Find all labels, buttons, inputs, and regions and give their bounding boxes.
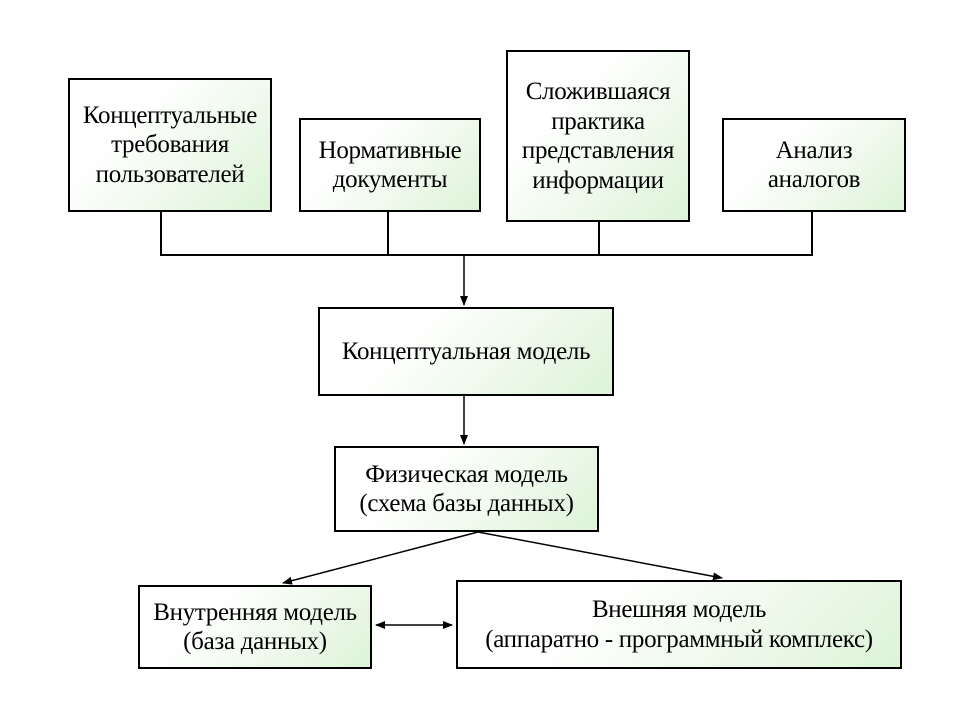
box-line: Внешняя модель [591, 596, 767, 623]
arrow-to-external-model [477, 531, 723, 581]
box-line: аналогов [767, 166, 861, 193]
box-line: практика [551, 107, 645, 135]
box-internal-model: Внутренняя модель (база данных) [138, 585, 372, 669]
box-line: Анализ [775, 136, 853, 164]
box-normative-docs: Нормативные документы [299, 118, 481, 212]
box-line: Сложившаяся [525, 78, 671, 105]
box-conceptual-model: Концептуальная модель [318, 307, 614, 396]
box-line: документы [332, 166, 448, 193]
box-line: Концептуальные [82, 101, 258, 129]
box-analogs-analysis: Анализ аналогов [722, 118, 906, 212]
box-line: (аппаратно - программный комплекс) [485, 625, 873, 653]
box-user-requirements: Концептуальные требования пользователей [68, 78, 272, 212]
box-line: Физическая модель [365, 460, 568, 488]
box-physical-model: Физическая модель (схема базы данных) [334, 446, 599, 532]
box-line: представления [521, 137, 675, 164]
box-line: Нормативные [318, 136, 462, 164]
box-external-model: Внешняя модель (аппаратно - программный … [456, 580, 902, 669]
box-line: пользователей [95, 160, 245, 188]
box-line: Концептуальная модель [341, 337, 591, 365]
box-line: (схема базы данных) [359, 490, 574, 517]
box-line: (база данных) [183, 628, 327, 655]
box-line: Внутренняя модель [153, 598, 357, 626]
box-established-practice: Сложившаяся практика представления инфор… [506, 50, 690, 222]
box-line: информации [532, 166, 664, 194]
arrow-to-internal-model [282, 531, 479, 585]
box-line: требования [111, 131, 229, 159]
